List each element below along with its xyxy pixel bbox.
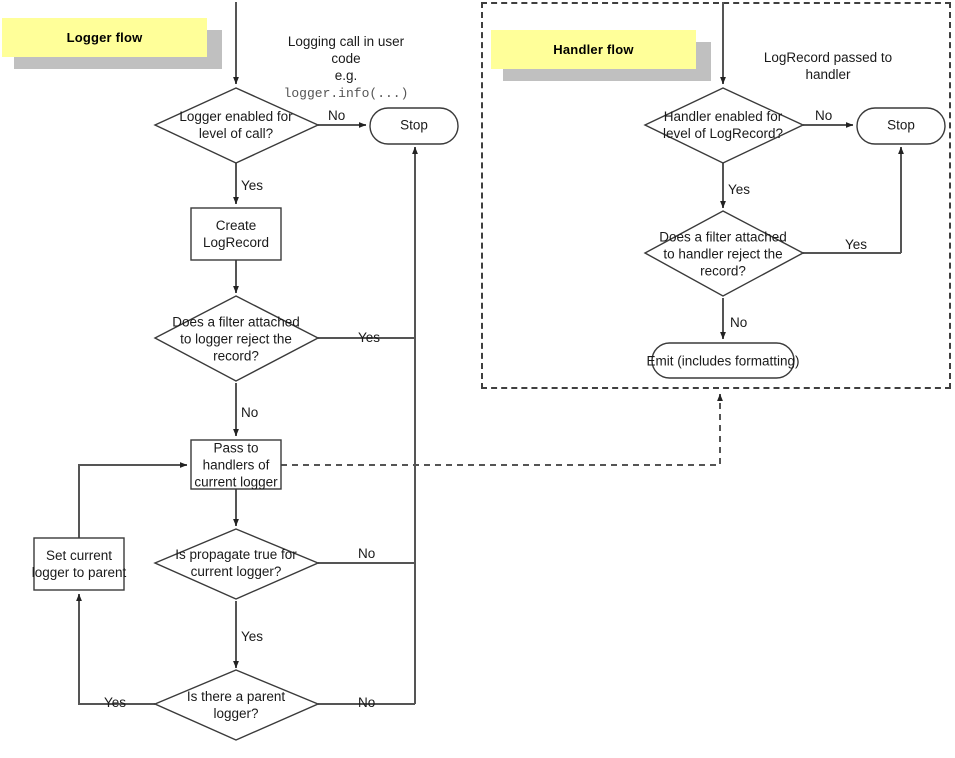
node-is-propagate-shape [153,528,320,600]
edge-label-has-parent-yes: Yes [104,695,127,710]
handler-flow-group [481,2,951,389]
edge-label-handler-filter-no: No [730,315,748,330]
edge-label-logger-enabled-yes: Yes [241,178,264,193]
edge-label-handler-filter-yes: Yes [845,237,868,252]
node-stop-shape [369,107,459,145]
edge-has-parent-yes-to-set-parent [76,593,155,705]
logger-entry-note: Logging call in user code e.g. logger.in… [246,16,446,119]
edge-label-logger-enabled-no: No [328,108,346,123]
node-has-parent-shape [153,669,320,741]
handler-entry-note: LogRecord passed to handler [733,32,923,83]
handler-flow-banner: Handler flow [491,30,696,69]
node-logger-filter-shape [153,295,320,382]
node-handler-stop-shape [856,107,946,145]
node-handler-filter-shape [643,210,805,297]
handler-entry-note-text: LogRecord passed to handler [763,50,893,82]
edge-label-logger-filter-no: No [241,405,259,420]
edge-label-propagate-no: No [358,546,376,561]
node-pass-to-handlers-shape [190,439,282,490]
logger-entry-note-text: Logging call in user code e.g. [287,34,405,83]
edge-label-propagate-yes: Yes [241,629,264,644]
node-emit-shape [651,342,795,379]
handler-flow-banner-label: Handler flow [553,42,634,57]
edge-label-handler-enabled-yes: Yes [728,182,751,197]
node-set-parent-shape [33,537,125,591]
edge-label-has-parent-no: No [358,695,376,710]
edge-pass-to-handler-flow-dashed [281,393,723,466]
edge-set-parent-to-pass [78,462,188,538]
logger-flow-banner: Logger flow [2,18,207,57]
logger-entry-note-code: logger.info(...) [283,86,409,101]
edge-label-handler-enabled-no: No [815,108,833,123]
node-create-logrecord-shape [190,207,282,261]
node-logger-enabled-shape [153,87,320,164]
node-handler-enabled-shape [643,87,805,164]
edge-label-logger-filter-yes: Yes [358,330,381,345]
logger-flow-banner-label: Logger flow [66,30,143,45]
